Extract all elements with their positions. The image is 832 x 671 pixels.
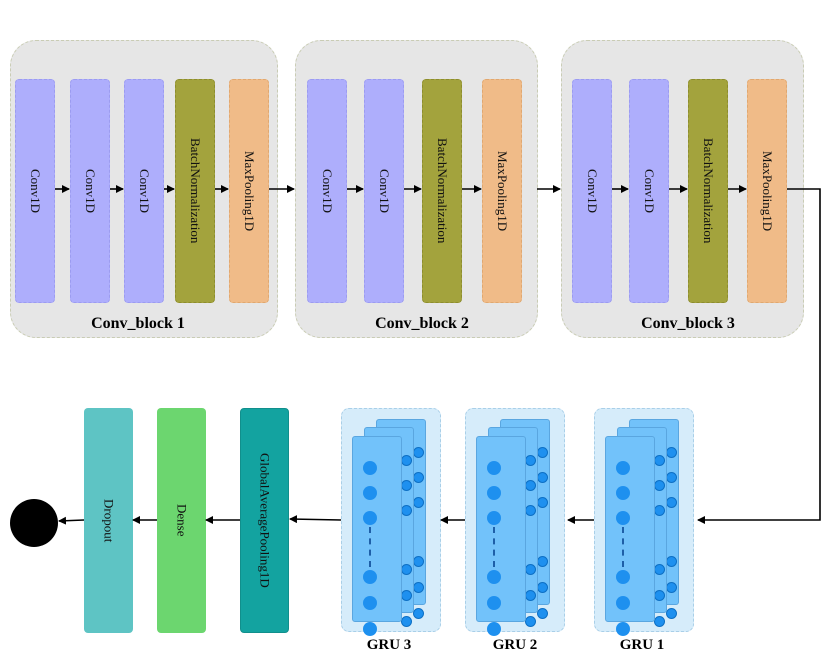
max-pooling-layer: MaxPooling1D	[747, 79, 787, 303]
conv1d-layer: Conv1D	[629, 79, 669, 303]
gru-block-3	[341, 408, 441, 636]
gru-node	[616, 596, 630, 610]
batch-normalization-layer: BatchNormalization	[688, 79, 728, 303]
gru-node	[666, 608, 677, 619]
gru-node	[363, 570, 377, 584]
gru-node	[525, 616, 536, 627]
gru-label: GRU 3	[366, 637, 412, 653]
gru-node	[616, 511, 630, 525]
gru-node	[616, 461, 630, 475]
global-average-pooling-layer: GlobalAveragePooling1D	[240, 408, 289, 633]
gru-unit-card	[605, 436, 655, 636]
batch-normalization-layer: BatchNormalization	[175, 79, 215, 303]
gru-node-ellipsis	[493, 527, 495, 567]
gru-node	[487, 486, 501, 500]
gru-node	[363, 596, 377, 610]
conv1d-layer: Conv1D	[124, 79, 164, 303]
max-pooling-layer: MaxPooling1D	[482, 79, 522, 303]
output-node	[10, 499, 58, 547]
gru-node-ellipsis	[622, 527, 624, 567]
arrow	[58, 516, 85, 525]
conv1d-layer: Conv1D	[307, 79, 347, 303]
gru-node	[363, 511, 377, 525]
gru-node-ellipsis	[369, 527, 371, 567]
gru-node	[413, 608, 424, 619]
gru-node	[616, 570, 630, 584]
dropout-layer: Dropout	[84, 408, 133, 633]
conv1d-layer: Conv1D	[70, 79, 110, 303]
gru-label: GRU 1	[619, 637, 665, 653]
gru-unit-card	[352, 436, 402, 636]
gru-node	[487, 461, 501, 475]
max-pooling-layer: MaxPooling1D	[229, 79, 269, 303]
arrow	[697, 188, 821, 524]
dense-layer: Dense	[157, 408, 206, 633]
gru-label: GRU 2	[492, 637, 538, 653]
conv-block-2-title: Conv_block 2	[375, 315, 469, 332]
batch-normalization-layer: BatchNormalization	[422, 79, 462, 303]
conv-block-3-title: Conv_block 3	[641, 315, 735, 332]
gru-node	[401, 616, 412, 627]
gru-node	[363, 461, 377, 475]
conv1d-layer: Conv1D	[572, 79, 612, 303]
gru-node	[487, 570, 501, 584]
gru-node	[363, 486, 377, 500]
gru-node	[616, 622, 630, 636]
gru-node	[654, 616, 665, 627]
gru-node	[487, 596, 501, 610]
gru-node	[487, 622, 501, 636]
gru-node	[537, 608, 548, 619]
gru-unit-card	[476, 436, 526, 636]
conv1d-layer: Conv1D	[364, 79, 404, 303]
gru-node	[363, 622, 377, 636]
gru-node	[487, 511, 501, 525]
gru-block-2	[465, 408, 565, 636]
gru-node	[616, 486, 630, 500]
arrow	[289, 515, 342, 524]
gru-block-1	[594, 408, 694, 636]
conv1d-layer: Conv1D	[15, 79, 55, 303]
conv-block-1-title: Conv_block 1	[91, 315, 185, 332]
